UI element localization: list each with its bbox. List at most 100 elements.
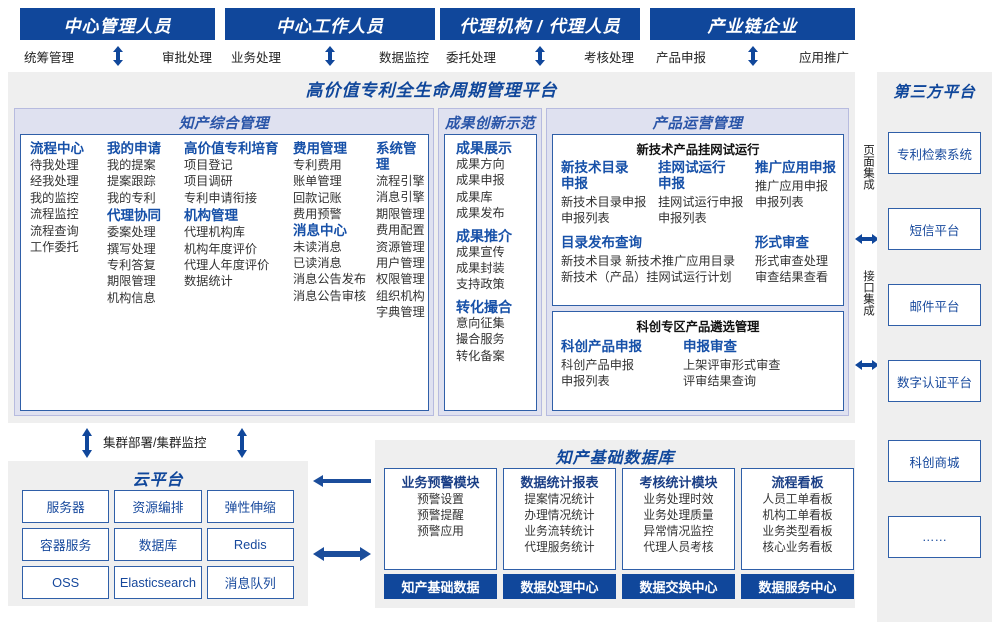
menu-item[interactable]: 回款记账: [293, 190, 342, 205]
column-head[interactable]: 形式审查: [755, 235, 809, 250]
menu-item[interactable]: 项目调研: [184, 174, 233, 189]
column-head[interactable]: 我的申请: [107, 141, 161, 156]
third-party-item-sms[interactable]: 短信平台: [888, 208, 981, 250]
db-item[interactable]: 业务处理时效: [643, 493, 714, 506]
menu-item[interactable]: 科创产品申报: [561, 358, 635, 372]
menu-item[interactable]: 未读消息: [293, 239, 342, 254]
actor-box-enterprise[interactable]: 产业链企业: [650, 8, 855, 40]
menu-item[interactable]: 新技术目录申报: [561, 195, 647, 209]
menu-item[interactable]: 消息公告审核: [293, 288, 367, 303]
menu-item[interactable]: 新技术（产品）挂网试运行计划: [561, 270, 732, 285]
db-item[interactable]: 提案情况统计: [524, 493, 595, 506]
db-item[interactable]: 业务流转统计: [524, 525, 595, 538]
cloud-cell-server[interactable]: 服务器: [22, 490, 110, 523]
menu-item[interactable]: 专利申请衔接: [184, 190, 258, 205]
menu-item[interactable]: 已读消息: [293, 256, 342, 271]
menu-item[interactable]: 挂网试运行申报: [658, 195, 744, 209]
db-item[interactable]: 代理服务统计: [524, 541, 595, 554]
menu-item[interactable]: 撰写处理: [107, 241, 156, 256]
menu-item[interactable]: 流程监控: [30, 207, 79, 222]
db-footer-basic-data[interactable]: 知产基础数据: [384, 574, 497, 599]
menu-item[interactable]: 期限管理: [107, 274, 156, 289]
menu-item[interactable]: 数据统计: [184, 274, 233, 289]
column-head[interactable]: 代理协同: [107, 208, 161, 224]
menu-item[interactable]: 用户管理: [376, 256, 425, 271]
column-head[interactable]: 申报审查: [683, 339, 737, 354]
menu-item[interactable]: 组织机构: [376, 288, 425, 303]
menu-item[interactable]: 推广应用申报: [755, 179, 829, 193]
menu-item[interactable]: 权限管理: [376, 272, 425, 287]
menu-item[interactable]: 成果方向: [456, 157, 505, 171]
cloud-cell-container[interactable]: 容器服务: [22, 528, 110, 561]
menu-item[interactable]: 待我处理: [30, 158, 79, 172]
menu-item[interactable]: 申报列表: [561, 211, 610, 226]
column-head[interactable]: 系统管理: [376, 141, 417, 172]
menu-item[interactable]: 消息公告发布: [293, 272, 367, 287]
menu-item[interactable]: 字典管理: [376, 305, 425, 320]
menu-item[interactable]: 机构信息: [107, 290, 156, 305]
menu-item[interactable]: 费用配置: [376, 223, 425, 238]
cloud-cell-elasticsearch[interactable]: Elasticsearch: [114, 566, 202, 599]
db-column-head[interactable]: 数据统计报表: [520, 475, 599, 490]
db-item[interactable]: 预警应用: [417, 525, 464, 538]
cloud-cell-orchestration[interactable]: 资源编排: [114, 490, 202, 523]
menu-item[interactable]: 新技术目录 新技术推广应用目录: [561, 254, 736, 268]
menu-item[interactable]: 流程引擎: [376, 174, 425, 188]
cloud-cell-database[interactable]: 数据库: [114, 528, 202, 561]
db-item[interactable]: 核心业务看板: [762, 541, 833, 554]
menu-item[interactable]: 上架评审形式审查: [683, 358, 781, 372]
column-head[interactable]: 新技术目录申报: [561, 160, 629, 191]
column-head[interactable]: 转化撮合: [456, 298, 512, 315]
menu-item[interactable]: 转化备案: [456, 348, 505, 363]
menu-item[interactable]: 撮合服务: [456, 332, 505, 347]
column-head[interactable]: 消息中心: [293, 222, 347, 238]
db-column-head[interactable]: 流程看板: [771, 475, 824, 490]
actor-box-agency[interactable]: 代理机构 / 代理人员: [440, 8, 640, 40]
column-head[interactable]: 机构管理: [184, 208, 238, 224]
db-item[interactable]: 预警设置: [417, 493, 464, 506]
db-footer-exchange-center[interactable]: 数据交换中心: [622, 574, 735, 599]
column-head[interactable]: 高价值专利培育: [184, 141, 279, 156]
cloud-cell-mq[interactable]: 消息队列: [206, 566, 294, 599]
menu-item[interactable]: 工作委托: [30, 240, 79, 255]
menu-item[interactable]: 我的提案: [107, 158, 156, 172]
db-item[interactable]: 业务类型看板: [762, 525, 833, 538]
menu-item[interactable]: 提案跟踪: [107, 174, 156, 189]
column-head[interactable]: 挂网试运行申报: [658, 160, 726, 191]
db-column-head[interactable]: 业务预警模块: [401, 475, 480, 490]
menu-item[interactable]: 意向征集: [456, 315, 505, 330]
third-party-item-more[interactable]: ……: [888, 516, 981, 558]
menu-item[interactable]: 账单管理: [293, 174, 342, 189]
menu-item[interactable]: 评审结果查询: [683, 374, 757, 389]
menu-item[interactable]: 代理机构库: [184, 225, 245, 240]
menu-item[interactable]: 资源管理: [376, 239, 425, 254]
column-head[interactable]: 成果推介: [456, 227, 512, 244]
cloud-cell-autoscaling[interactable]: 弹性伸缩: [206, 490, 294, 523]
column-head[interactable]: 成果展示: [456, 140, 512, 156]
menu-item[interactable]: 期限管理: [376, 206, 425, 221]
third-party-item-patent-search[interactable]: 专利检索系统: [888, 132, 981, 174]
cloud-cell-oss[interactable]: OSS: [22, 566, 110, 599]
db-item[interactable]: 预警提醒: [417, 509, 464, 522]
menu-item[interactable]: 委案处理: [107, 225, 156, 240]
menu-item[interactable]: 专利费用: [293, 158, 342, 172]
menu-item[interactable]: 支持政策: [456, 277, 505, 292]
menu-item[interactable]: 申报列表: [658, 211, 707, 226]
actor-box-center-manager[interactable]: 中心管理人员: [20, 8, 215, 40]
menu-item[interactable]: 成果发布: [456, 206, 505, 221]
db-item[interactable]: 代理人员考核: [643, 541, 714, 554]
actor-box-center-staff[interactable]: 中心工作人员: [225, 8, 435, 40]
db-column-head[interactable]: 考核统计模块: [639, 475, 718, 490]
menu-item[interactable]: 费用预警: [293, 207, 342, 222]
third-party-item-email[interactable]: 邮件平台: [888, 284, 981, 326]
db-item[interactable]: 办理情况统计: [524, 509, 595, 522]
menu-item[interactable]: 申报列表: [755, 195, 804, 210]
db-item[interactable]: 异常情况监控: [643, 525, 714, 538]
menu-item[interactable]: 项目登记: [184, 158, 233, 172]
menu-item[interactable]: 成果封装: [456, 261, 505, 276]
menu-item[interactable]: 流程查询: [30, 223, 79, 238]
cloud-cell-redis[interactable]: Redis: [206, 528, 294, 561]
db-item[interactable]: 人员工单看板: [762, 493, 833, 506]
db-footer-processing-center[interactable]: 数据处理中心: [503, 574, 616, 599]
db-item[interactable]: 机构工单看板: [762, 509, 833, 522]
